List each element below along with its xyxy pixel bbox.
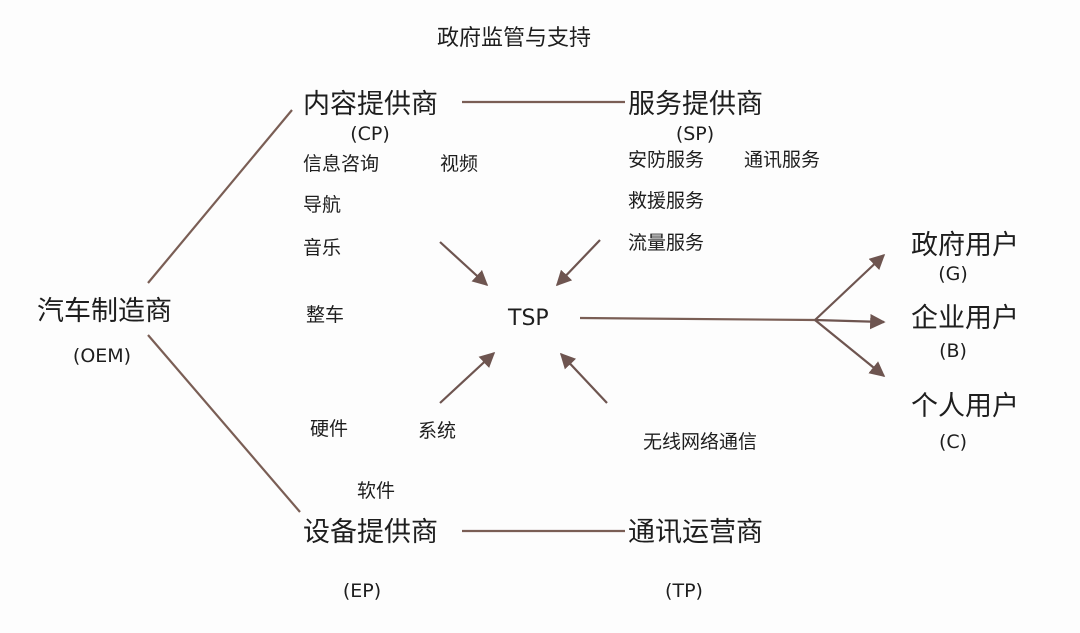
cp-item-navigation: 导航 [303, 194, 342, 216]
cp-to-tsp-arrow [439, 241, 489, 287]
to-individual-user-arrow [814, 319, 886, 377]
ep-abbr: (EP) [342, 580, 382, 602]
oem-to-ep-line [147, 334, 301, 513]
sp-to-tsp-arrow [555, 239, 601, 287]
ep-item-hardware: 硬件 [310, 418, 349, 440]
sp-name: 服务提供商 [628, 89, 763, 120]
oem-name: 汽车制造商 [37, 296, 172, 327]
government-user-abbr: (G) [938, 263, 968, 285]
oem-to-cp-line [147, 109, 293, 284]
diagram-title: 政府监管与支持 [437, 26, 592, 51]
cp-item-info: 信息咨询 [303, 153, 380, 175]
tp-name: 通讯运营商 [628, 517, 763, 548]
vehicle-label: 整车 [306, 304, 345, 326]
oem-abbr: (OEM) [72, 345, 132, 367]
sp-item-security: 安防服务 [628, 149, 705, 171]
enterprise-user-abbr: (B) [939, 340, 967, 362]
sp-abbr: (SP) [675, 123, 715, 145]
individual-user-abbr: (C) [938, 431, 968, 453]
cp-abbr: (CP) [350, 123, 390, 145]
enterprise-user-name: 企业用户 [911, 303, 1019, 334]
ep-item-software: 软件 [357, 480, 396, 502]
to-government-user-arrow [814, 253, 886, 321]
cp-item-music: 音乐 [303, 237, 342, 259]
ep-name: 设备提供商 [303, 517, 438, 548]
ep-item-system: 系统 [418, 420, 457, 442]
sp-item-rescue: 救援服务 [628, 190, 705, 212]
sp-item-traffic: 流量服务 [628, 232, 705, 254]
to-enterprise-user-arrow [814, 313, 886, 330]
cp-name: 内容提供商 [303, 89, 438, 120]
ep-to-tsp-arrow [439, 351, 496, 404]
tsp-to-users-line [579, 316, 816, 322]
tsp-label: TSP [508, 306, 549, 331]
cp-item-video: 视频 [440, 153, 479, 175]
tp-to-tsp-arrow [559, 352, 608, 404]
sp-item-communication: 通讯服务 [744, 149, 821, 171]
tp-abbr: (TP) [665, 580, 703, 602]
tp-item-wireless: 无线网络通信 [643, 431, 758, 453]
government-user-name: 政府用户 [911, 230, 1019, 261]
individual-user-name: 个人用户 [911, 391, 1019, 422]
